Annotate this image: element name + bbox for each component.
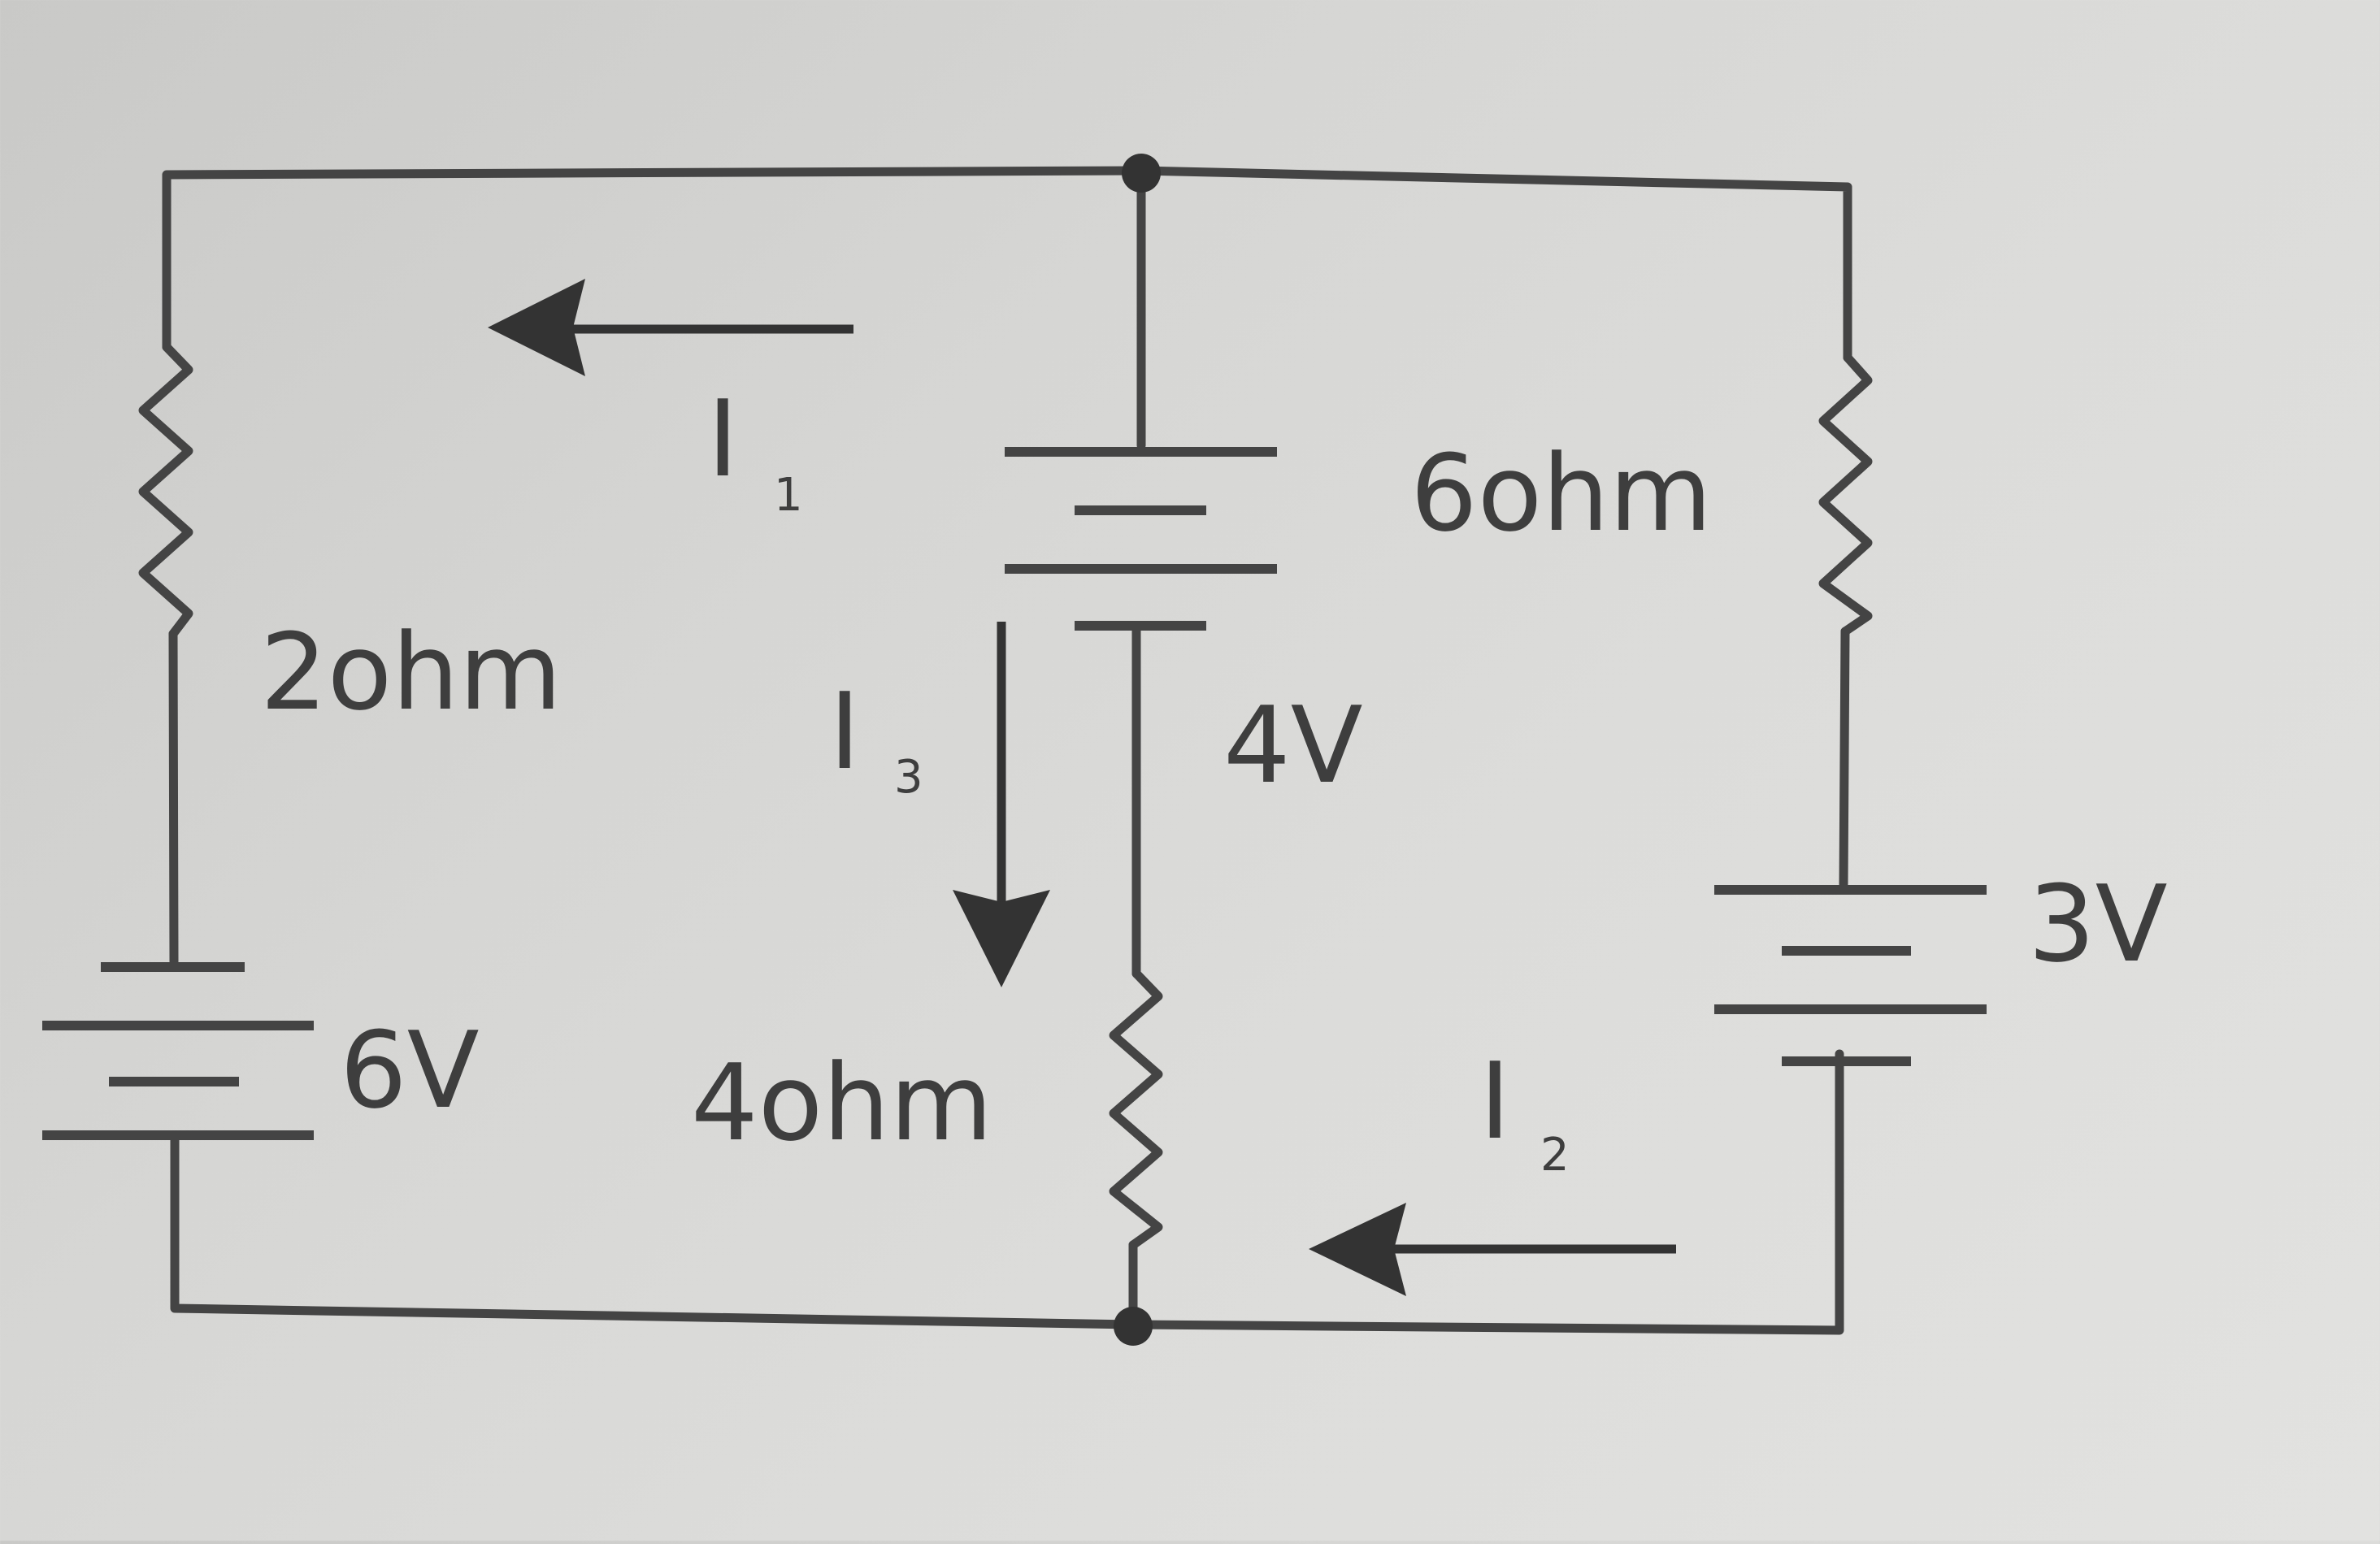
- top-junction-node: [1122, 154, 1161, 193]
- battery-6v: [42, 962, 314, 1140]
- battery-4v-label: 4V: [1223, 683, 1363, 807]
- left-branch-wire: [168, 629, 179, 966]
- battery-3v: [1714, 885, 1987, 1066]
- current-i1-subscript: 1: [774, 469, 803, 522]
- battery-6v-label: 6V: [340, 1008, 480, 1132]
- battery-4v: [1005, 447, 1277, 631]
- resistor-6ohm-label: 6ohm: [1410, 432, 1712, 555]
- resistor-4ohm: [1109, 969, 1163, 1250]
- current-i3-letter: I: [829, 670, 860, 793]
- bottom-junction-node: [1114, 1307, 1153, 1346]
- right-branch-wire: [1839, 627, 1850, 889]
- current-arrow-i1: [488, 279, 853, 376]
- current-arrow-i3: [953, 622, 1050, 987]
- top-wire: [162, 166, 1852, 362]
- resistor-4ohm-label: 4ohm: [691, 1041, 992, 1165]
- resistor-2ohm-label: 2ohm: [260, 610, 562, 734]
- current-label-i2: I 2: [1479, 1039, 1570, 1182]
- battery-3v-label: 3V: [2028, 862, 2168, 986]
- wires: [162, 166, 1852, 1335]
- current-i1-letter: I: [707, 377, 738, 501]
- current-i3-subscript: 3: [894, 751, 923, 804]
- current-arrow-i2: [1309, 1203, 1676, 1296]
- current-i2-subscript: 2: [1540, 1129, 1570, 1182]
- resistor-2ohm: [138, 342, 193, 639]
- current-i2-letter: I: [1479, 1039, 1510, 1163]
- current-label-i3: I 3: [829, 670, 923, 804]
- resistor-6ohm: [1818, 353, 1873, 636]
- current-label-i1: I 1: [707, 377, 803, 522]
